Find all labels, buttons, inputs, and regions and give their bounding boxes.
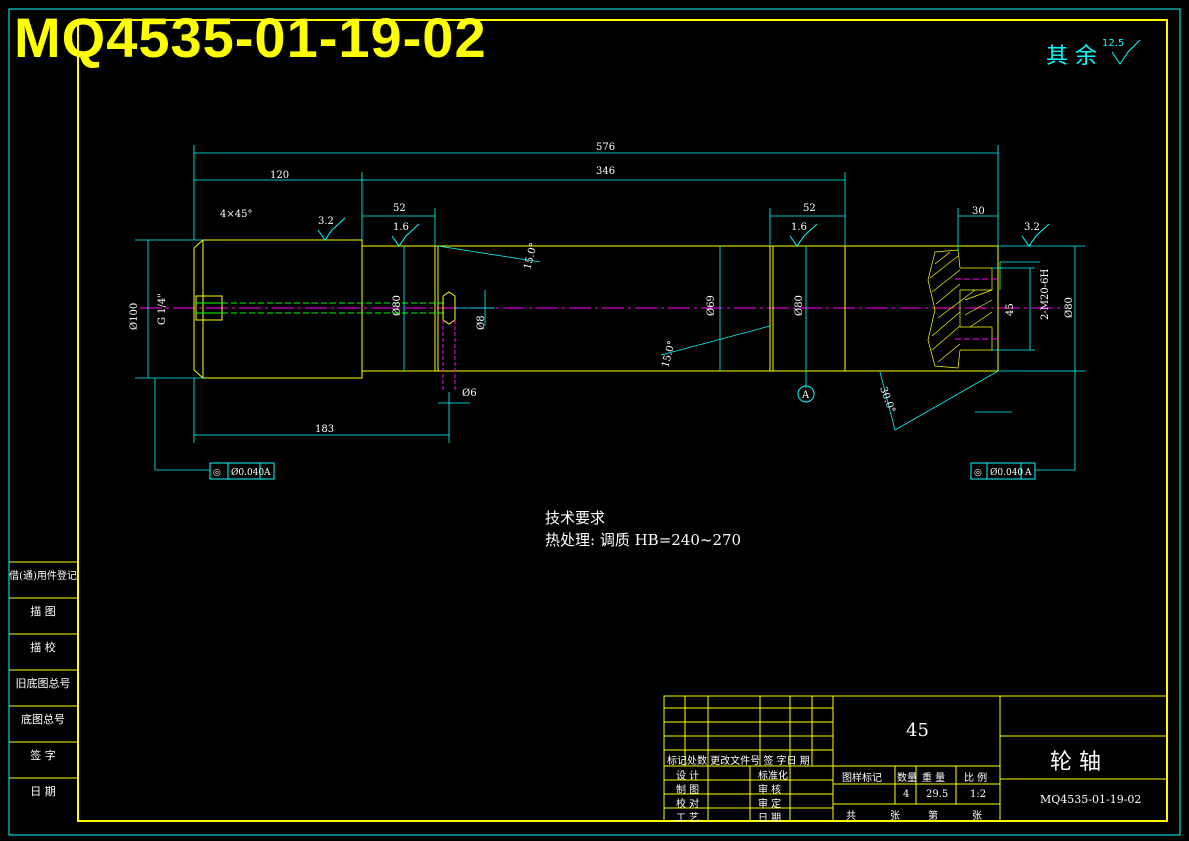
thread-hole-left [195, 295, 223, 321]
dim-angle15b: 15.0° [660, 340, 678, 369]
title-drawing-number: MQ4535-01-19-02 [1040, 793, 1142, 806]
side-table-item-1: 描 图 [30, 605, 56, 618]
label-standard: 标准化 [758, 771, 788, 782]
label-approve: 审 定 [758, 799, 782, 810]
dim-groove-right: 52 [803, 203, 816, 214]
dim-right-end: 30 [972, 206, 985, 217]
side-table-item-4: 底图总号 [21, 713, 65, 726]
label-check: 校 对 [676, 799, 700, 810]
sheet-no-label: 第 [928, 811, 938, 822]
weight-value: 29.5 [926, 789, 949, 800]
dimension-texts: 576 120 346 52 52 30 183 4×45° Ø100 G 1/… [129, 142, 1075, 478]
side-table-item-6: 日 期 [30, 785, 56, 798]
dim-angle30: 30.0° [877, 385, 897, 414]
label-design: 设 计 [676, 771, 700, 782]
roughness-symbols [317, 217, 1050, 247]
dim-overall: 576 [596, 142, 615, 153]
roughness-b: 1.6 [393, 222, 409, 233]
part-name: 轮 轴 [1050, 750, 1101, 775]
roughness-note-value: 12.5 [1102, 38, 1125, 49]
tolerance-frame-right [970, 462, 1036, 480]
dim-depth45: 45 [1005, 303, 1016, 316]
dim-groove-left: 52 [393, 203, 406, 214]
side-table-grid [9, 561, 78, 779]
tech-requirements-heading: 技术要求 [545, 509, 606, 527]
cross-hole [442, 291, 456, 392]
label-review: 审 核 [758, 785, 782, 796]
tolerance-frame-left [209, 462, 275, 480]
total-label: 共 [846, 811, 856, 822]
tech-requirements-line: 热处理: 调质 HB=240~270 [545, 531, 742, 549]
scale-value: 1:2 [970, 789, 987, 800]
revision-header: 标记处数 更改文件号 签 字日 期 [667, 756, 810, 767]
dim-small-hole: Ø8 [476, 315, 487, 330]
sheets-label: 张 [890, 811, 900, 822]
dim-dia80-right: Ø80 [794, 295, 805, 316]
stage-header: 图样标记 [842, 773, 882, 784]
drawing-number-title: MQ4535-01-19-02 [14, 6, 487, 69]
dim-left-dia: Ø100 [129, 303, 140, 330]
datum-circle [797, 385, 815, 403]
datum-label: A [801, 390, 810, 401]
qty-header: 数量 [897, 773, 917, 784]
label-date: 日 期 [758, 813, 782, 824]
side-table-item-0: 借(通)用件登记 [9, 571, 77, 582]
dim-chamfer: 4×45° [220, 209, 252, 220]
qty-value: 4 [903, 789, 910, 800]
side-table-item-5: 签 字 [30, 749, 56, 762]
weight-header: 重 量 [922, 773, 946, 784]
roughness-a: 3.2 [318, 216, 334, 227]
dim-bottom-length: 183 [315, 424, 334, 435]
title-block-grid [663, 695, 1168, 822]
dim-thread: G 1/4" [157, 293, 168, 325]
section-hatch [927, 249, 993, 369]
tol-right-value: Ø0.040 [990, 467, 1023, 478]
scale-header: 比 例 [964, 773, 988, 784]
drawing-frame [77, 19, 1168, 822]
dim-middle: 346 [596, 166, 615, 177]
dim-dia-right: Ø80 [1064, 297, 1075, 318]
side-table-item-2: 描 校 [30, 641, 56, 654]
sheet-unit-label: 张 [972, 811, 982, 822]
label-draw: 制 图 [676, 785, 700, 796]
dim-screw-holes: 2-M20-6H [1040, 269, 1051, 320]
roughness-symbol-general [1111, 39, 1141, 65]
roughness-c: 1.6 [791, 222, 807, 233]
label-process: 工 艺 [676, 813, 700, 824]
side-table-item-3: 旧底图总号 [15, 677, 71, 690]
dim-left-section: 120 [270, 170, 289, 181]
shaft-outline [193, 239, 999, 379]
dim-dia80-left: Ø80 [392, 295, 403, 316]
roughness-d: 3.2 [1024, 222, 1040, 233]
tol-left-value: Ø0.040 [231, 467, 264, 478]
tol-right-symbol: ◎ [974, 468, 982, 478]
tol-left-datum: A [263, 468, 271, 478]
roughness-note-label: 其 余 [1046, 44, 1097, 69]
dim-hole6: Ø6 [462, 388, 477, 399]
sheet-border [8, 8, 1181, 836]
dim-dia-middle: Ø69 [706, 295, 717, 316]
dimension-lines [135, 145, 1085, 471]
tol-right-datum: A [1024, 468, 1032, 478]
material: 45 [906, 720, 929, 741]
tol-left-symbol: ◎ [213, 468, 221, 478]
